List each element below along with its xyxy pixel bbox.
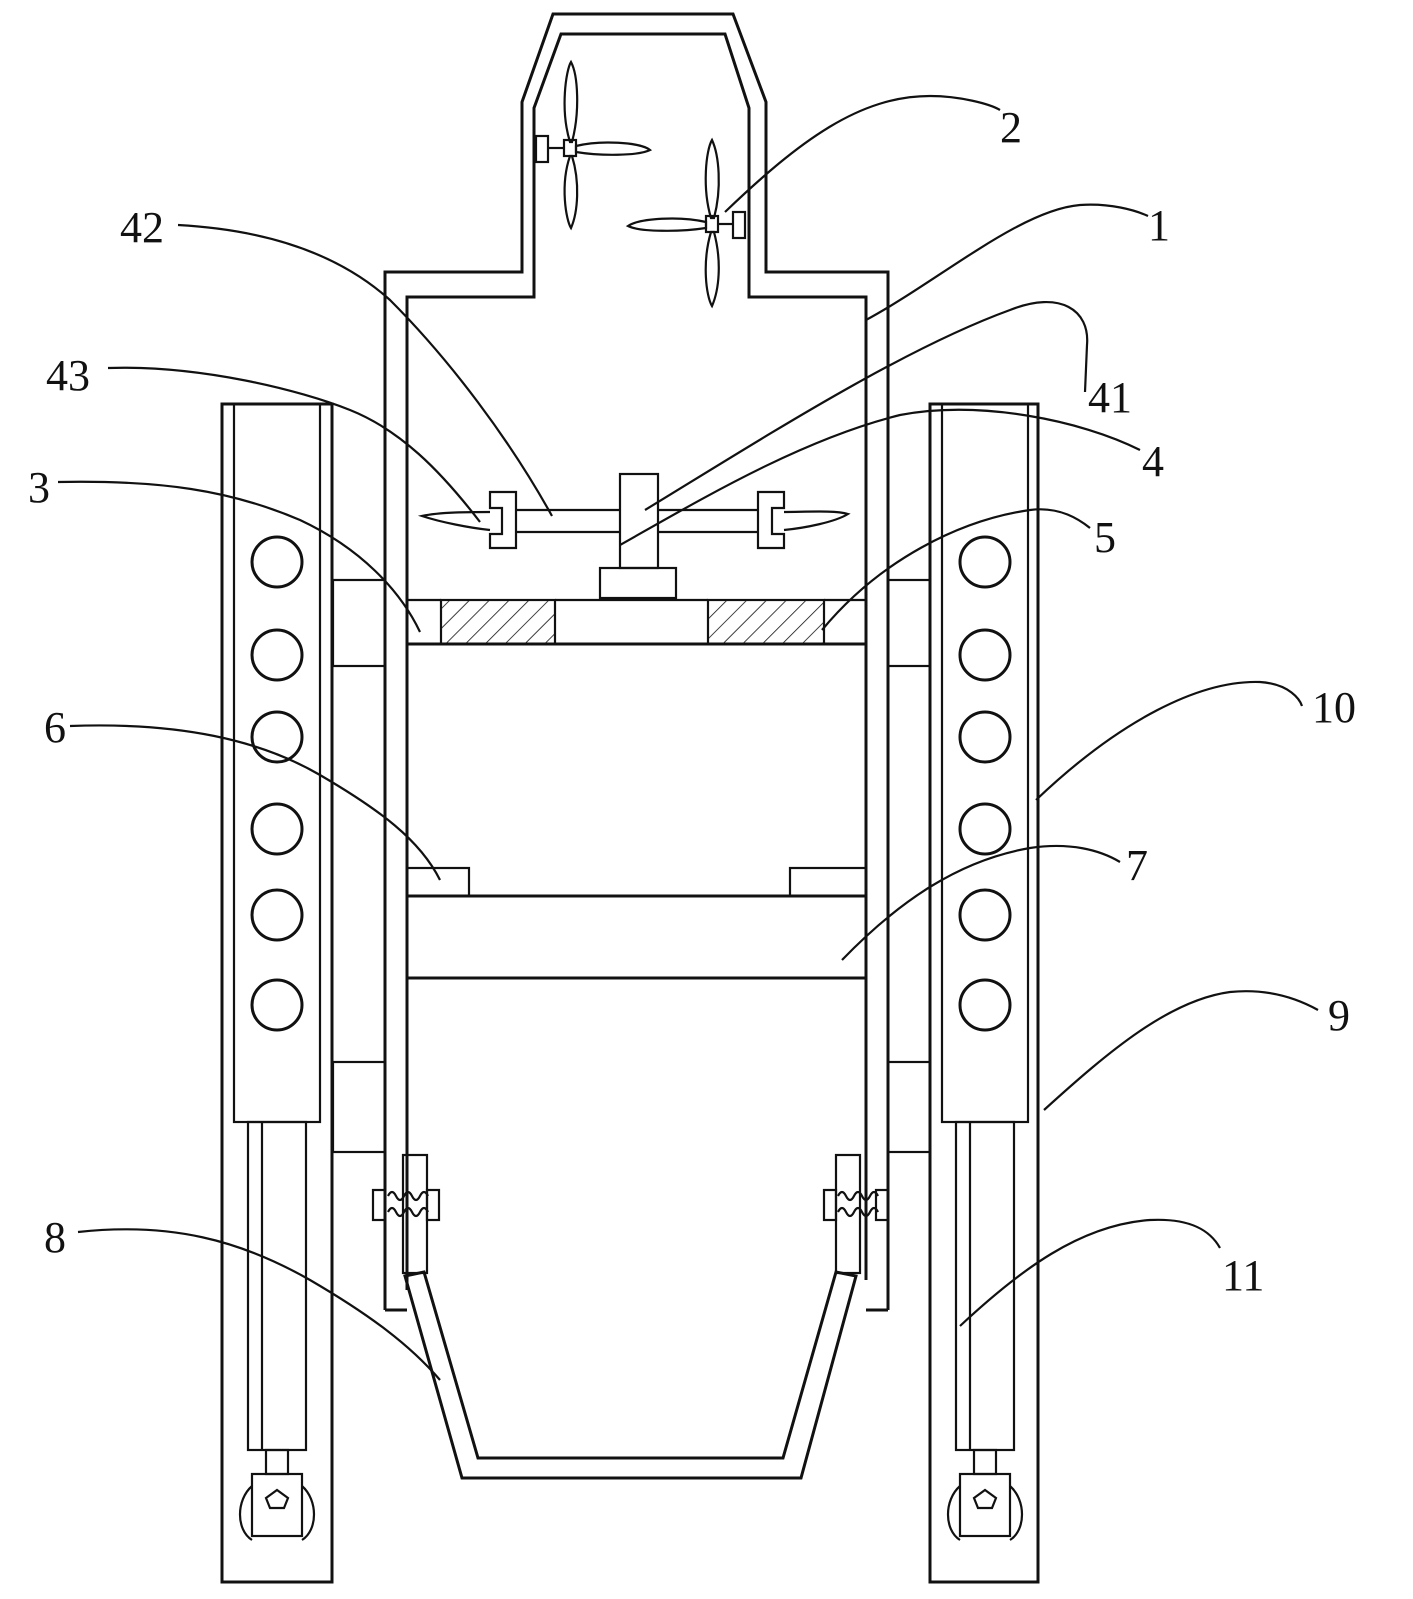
label-1: 1 [1148, 201, 1170, 250]
motor-base [598, 566, 678, 600]
leader-lines [57, 94, 1319, 1381]
label-43: 43 [46, 351, 90, 400]
connectors-right [886, 578, 932, 1154]
left-blade [417, 510, 491, 532]
right-mixer-head [756, 490, 786, 550]
motor-column [618, 472, 660, 570]
label-6: 6 [44, 703, 66, 752]
fan-left [534, 59, 653, 231]
left-mixer-head [488, 490, 518, 550]
main-housing-outer [383, 12, 890, 1310]
right-leg [928, 402, 1040, 1584]
reference-numerals: 2 1 42 43 41 4 3 5 6 10 7 9 8 11 [28, 103, 1356, 1300]
label-42: 42 [120, 203, 164, 252]
support-block-left [405, 866, 471, 898]
hinge-right [822, 1153, 890, 1275]
label-41: 41 [1088, 373, 1132, 422]
connectors-left [331, 578, 387, 1154]
label-3: 3 [28, 463, 50, 512]
left-leg [220, 402, 334, 1584]
label-7: 7 [1126, 841, 1148, 890]
hopper-outer [403, 1270, 858, 1480]
fan-right [625, 137, 747, 309]
left-leg-holes [250, 535, 304, 1032]
label-2: 2 [1000, 103, 1022, 152]
label-10: 10 [1312, 683, 1356, 732]
label-11: 11 [1222, 1251, 1264, 1300]
filter-left [439, 598, 557, 646]
support-block-right [788, 866, 868, 898]
right-blade [783, 510, 851, 532]
stirring-assembly [417, 472, 851, 600]
label-9: 9 [1328, 991, 1350, 1040]
filter-right [706, 598, 826, 646]
right-leg-holes [958, 535, 1012, 1032]
label-5: 5 [1094, 513, 1116, 562]
main-housing-inner [405, 32, 868, 1290]
label-4: 4 [1142, 437, 1164, 486]
label-8: 8 [44, 1213, 66, 1262]
